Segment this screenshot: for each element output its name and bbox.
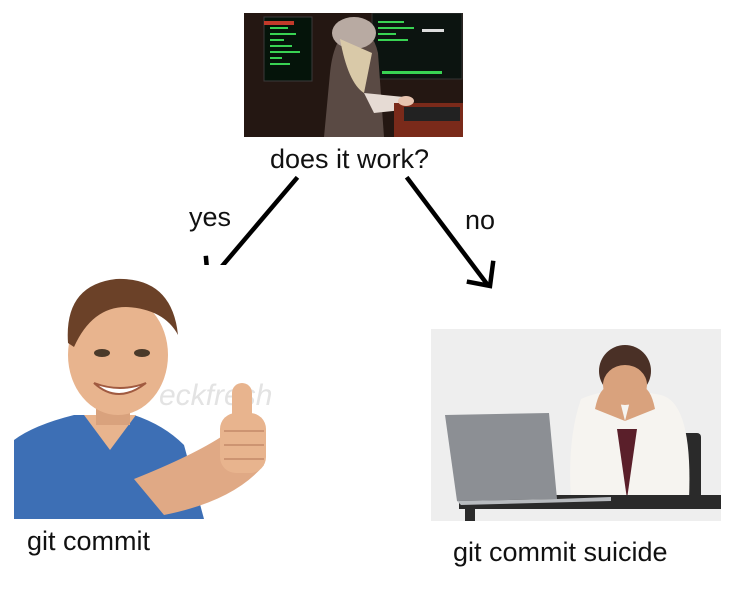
yes-label: yes	[189, 202, 232, 232]
no-result-label: git commit suicide	[453, 537, 668, 567]
thumbs-up-photo: eckfresh	[14, 265, 354, 519]
stressed-photo	[431, 329, 721, 521]
no-label: no	[465, 205, 496, 235]
no-arrow-head	[466, 260, 496, 289]
question-label: does it work?	[270, 144, 430, 174]
yes-result-label: git commit	[27, 526, 151, 556]
watermark-text: eckfresh	[159, 379, 272, 412]
hacker-photo	[244, 13, 463, 137]
